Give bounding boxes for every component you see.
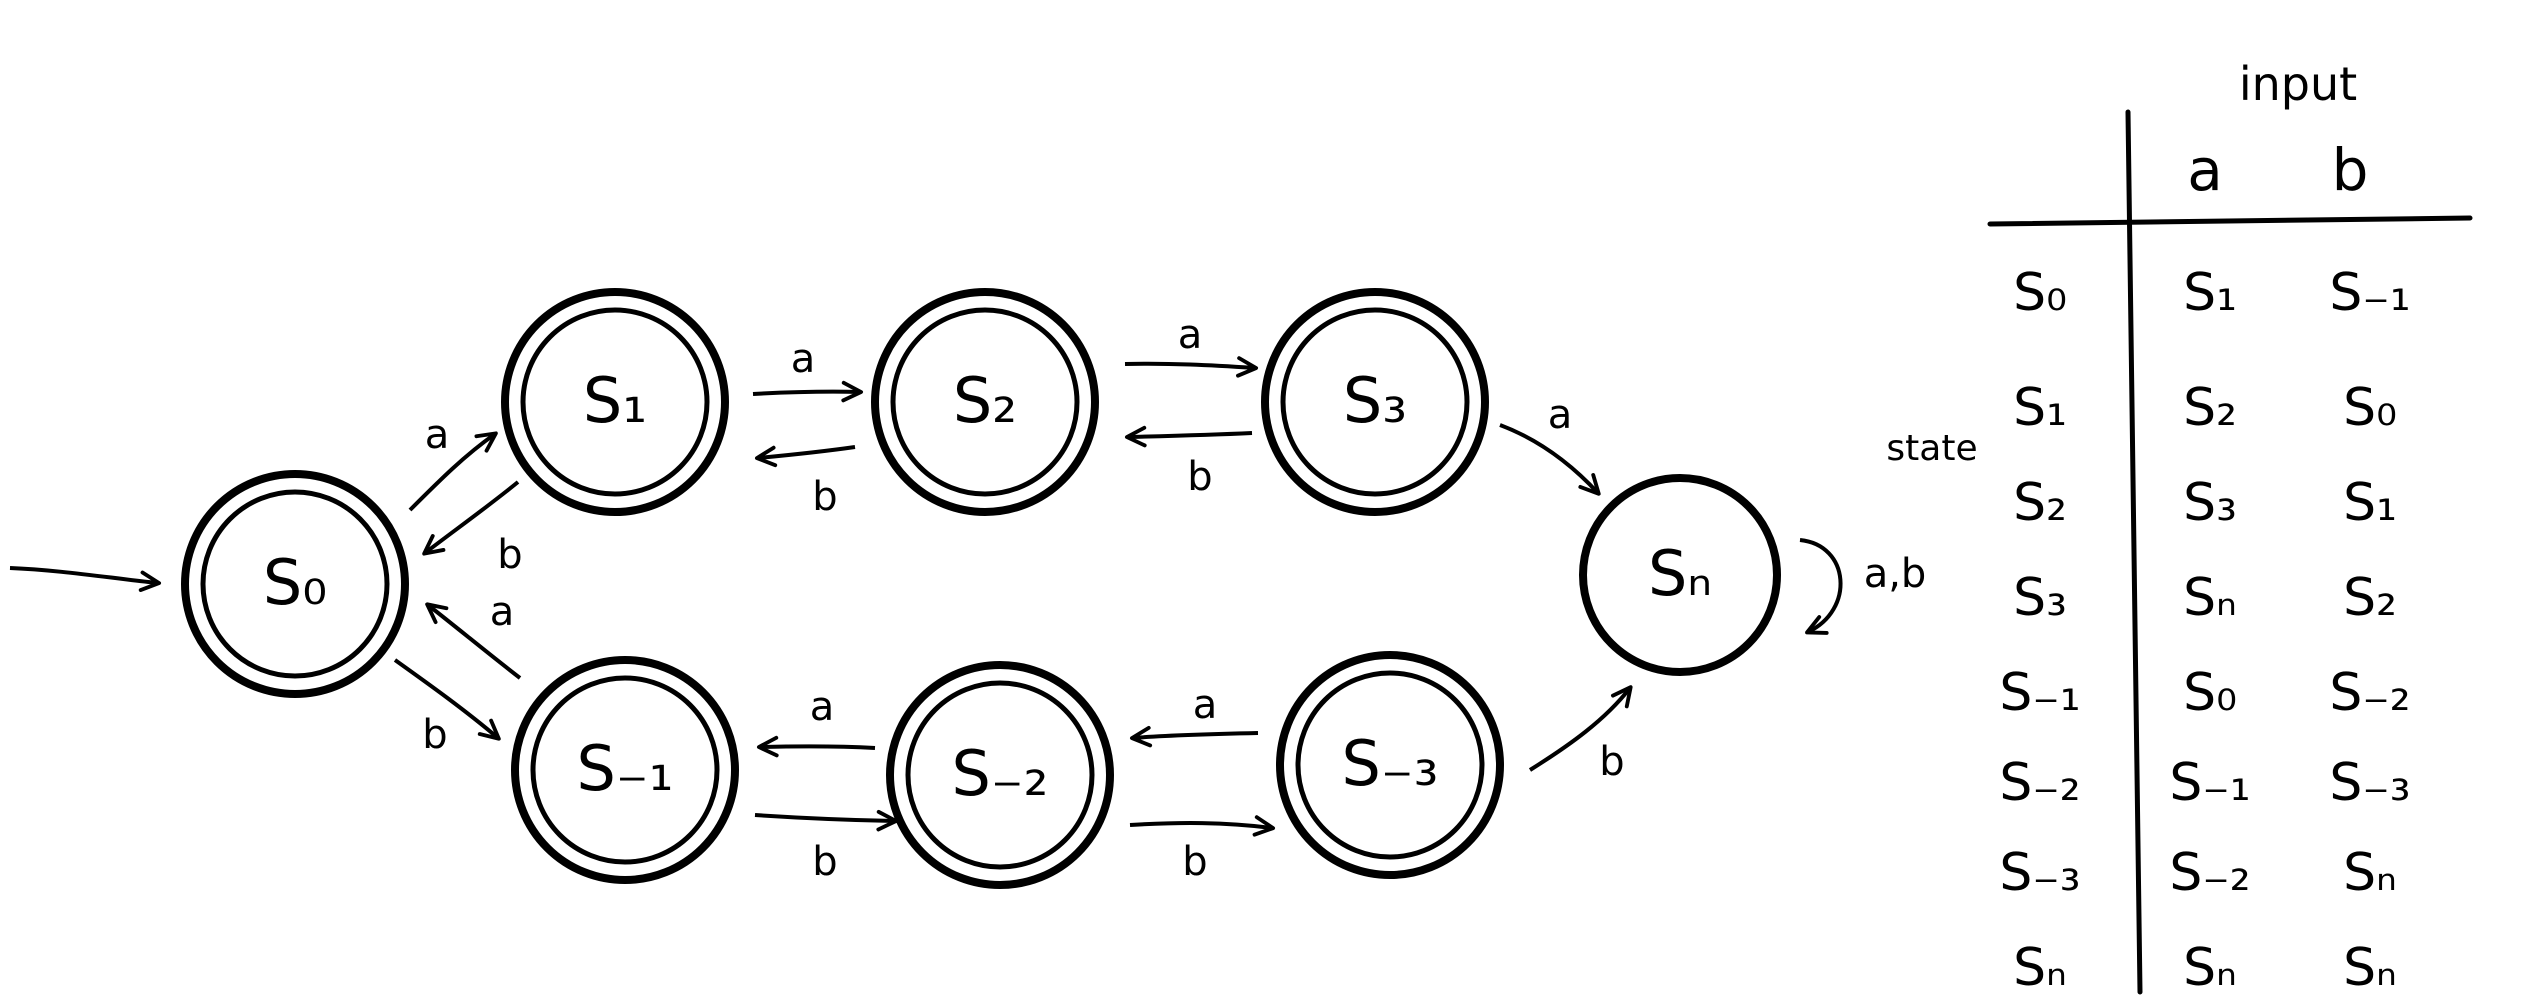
table-cell-state: S₋₂: [1999, 753, 2080, 813]
table-row: S₋₂ S₋₁ S₋₃: [1999, 753, 2410, 813]
table-cell-b: S₁: [2343, 473, 2397, 533]
transition-s3-sn: a: [1499, 392, 1601, 496]
column-header-b: b: [2332, 136, 2369, 204]
transition-label: a: [810, 684, 835, 730]
transition-label: a: [791, 336, 816, 382]
table-vertical-rule: [2125, 109, 2143, 995]
transition-label: a: [1193, 682, 1218, 728]
state-diagram: S₀ S₁ S₂ S₃ S₋₁ S₋₂: [9, 288, 1927, 889]
transition-s-minus-3-sn: b: [1528, 685, 1633, 785]
table-horizontal-rule: [1987, 215, 2473, 227]
table-cell-state: Sₙ: [2013, 938, 2067, 998]
transition-label: b: [812, 474, 837, 520]
table-cell-state: S₁: [2013, 378, 2067, 438]
transition-s-minus-1-s-minus-2: b: [754, 809, 899, 885]
transition-label: b: [497, 532, 522, 578]
table-cell-a: S₋₂: [2169, 843, 2250, 903]
transition-s2-s1: b: [754, 445, 856, 520]
transition-label: b: [812, 839, 837, 885]
transition-sn-self-loop: a,b: [1799, 538, 1927, 635]
transition-label: b: [1182, 839, 1207, 885]
state-label: S₋₁: [577, 732, 674, 805]
state-s-minus-2: S₋₂: [886, 661, 1114, 889]
state-label: S₁: [583, 364, 647, 437]
state-label: Sₙ: [1648, 537, 1712, 610]
table-row: S₋₁ S₀ S₋₂: [1999, 663, 2410, 723]
table-row: S₀ S₁ S₋₁: [2013, 263, 2411, 323]
state-label: S₂: [953, 364, 1017, 437]
table-cell-b: Sₙ: [2343, 938, 2397, 998]
state-s3: S₃: [1261, 288, 1489, 516]
start-arrow: [9, 566, 162, 592]
table-cell-state: S₃: [2013, 568, 2067, 628]
transition-label: b: [1599, 739, 1624, 785]
transition-s-minus-3-s-minus-2: a: [1129, 682, 1259, 748]
transition-s-minus-2-s-minus-3: b: [1129, 815, 1276, 885]
state-s2: S₂: [871, 288, 1099, 516]
transition-s1-s2: a: [752, 336, 864, 403]
transition-s0-s1: a: [408, 412, 498, 512]
state-s1: S₁: [501, 288, 729, 516]
transition-s2-s3: a: [1124, 312, 1259, 378]
transition-label: b: [1187, 454, 1212, 500]
table-row: S₃ Sₙ S₂: [2013, 568, 2397, 628]
table-row: Sₙ Sₙ Sₙ: [2013, 938, 2397, 998]
state-s-minus-1: S₋₁: [511, 656, 739, 884]
table-row: S₂ S₃ S₁: [2013, 473, 2397, 533]
table-cell-state: S₂: [2013, 473, 2067, 533]
table-cell-a: Sₙ: [2183, 568, 2237, 628]
transition-label: a,b: [1864, 551, 1927, 597]
state-s-minus-3: S₋₃: [1276, 651, 1504, 879]
transition-label: a: [425, 412, 450, 458]
row-header-label: state: [1886, 428, 1977, 469]
table-cell-b: S₀: [2343, 378, 2397, 438]
transition-s-minus-1-s0: a: [425, 589, 522, 680]
table-cell-a: S₂: [2183, 378, 2237, 438]
table-cell-state: S₋₃: [1999, 843, 2080, 903]
state-label: S₋₂: [952, 737, 1049, 810]
table-row: S₁ S₂ S₀: [2013, 378, 2397, 438]
table-cell-a: Sₙ: [2183, 938, 2237, 998]
table-row: S₋₃ S₋₂ Sₙ: [1999, 843, 2397, 903]
state-label: S₃: [1343, 364, 1407, 437]
table-cell-a: S₃: [2183, 473, 2237, 533]
transition-label: a: [1178, 312, 1203, 358]
transition-label: a: [1548, 392, 1573, 438]
table-cell-b: S₂: [2343, 568, 2397, 628]
transition-label: b: [422, 712, 447, 758]
state-label: S₋₃: [1342, 727, 1439, 800]
table-cell-state: S₋₁: [1999, 663, 2080, 723]
transition-s1-s0: b: [422, 480, 523, 578]
table-cell-a: S₁: [2183, 263, 2237, 323]
transition-s3-s2: b: [1124, 425, 1253, 500]
table-cell-b: S₋₂: [2329, 663, 2410, 723]
table-cell-b: S₋₁: [2329, 263, 2410, 323]
table-title: input: [2239, 57, 2357, 111]
column-header-a: a: [2187, 136, 2223, 204]
transition-s-minus-2-s-minus-1: a: [756, 684, 876, 758]
table-cell-b: S₋₃: [2329, 753, 2410, 813]
table-cell-a: S₀: [2183, 663, 2237, 723]
transition-label: a: [490, 589, 515, 635]
state-s0: S₀: [181, 470, 409, 698]
transition-s0-s-minus-1: b: [393, 658, 501, 758]
state-label: S₀: [263, 546, 327, 619]
state-sn: Sₙ: [1579, 474, 1781, 676]
table-cell-state: S₀: [2013, 263, 2067, 323]
table-cell-b: Sₙ: [2343, 843, 2397, 903]
table-cell-a: S₋₁: [2169, 753, 2250, 813]
